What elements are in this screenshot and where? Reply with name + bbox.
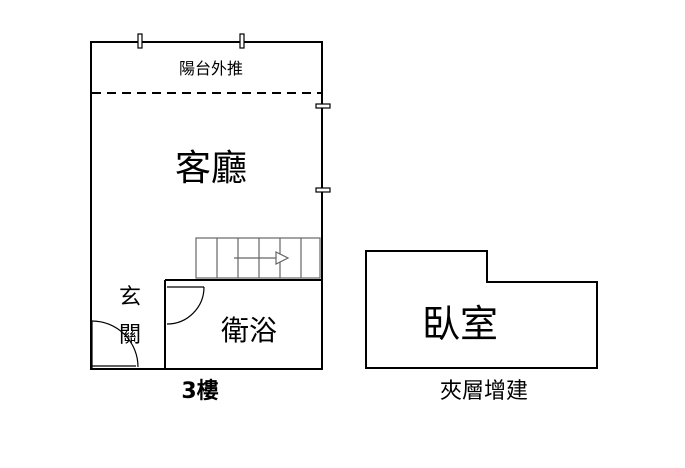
bedroom-label: 臥室 xyxy=(422,302,498,346)
bathroom-label: 衛浴 xyxy=(221,314,277,347)
entrance-door xyxy=(91,320,139,368)
entrance-label-top: 玄 xyxy=(119,285,141,310)
mezzanine-caption: 夾層增建 xyxy=(440,379,528,404)
right-window-upper xyxy=(315,103,331,109)
mezzanine-plan: 臥室 夾層增建 xyxy=(365,250,598,404)
bathroom-door xyxy=(166,286,205,325)
top-window-right xyxy=(239,33,245,49)
staircase xyxy=(195,237,321,279)
bathroom-walls xyxy=(164,279,322,369)
balcony-label: 陽台外推 xyxy=(179,59,243,78)
floor-3f-outer-wall xyxy=(90,41,323,370)
right-window-lower xyxy=(315,187,331,193)
stair-direction-arrow-head xyxy=(275,251,290,265)
entrance-label-bottom: 關 xyxy=(119,323,141,348)
top-window-left xyxy=(137,33,143,49)
floor-3f-caption: 3樓 xyxy=(181,379,218,404)
floor-3f-plan: 陽台外推 客廳 玄 關 衛浴 3樓 xyxy=(90,33,331,404)
living-room-label: 客廳 xyxy=(175,148,247,189)
mezzanine-outer-wall xyxy=(365,250,598,369)
